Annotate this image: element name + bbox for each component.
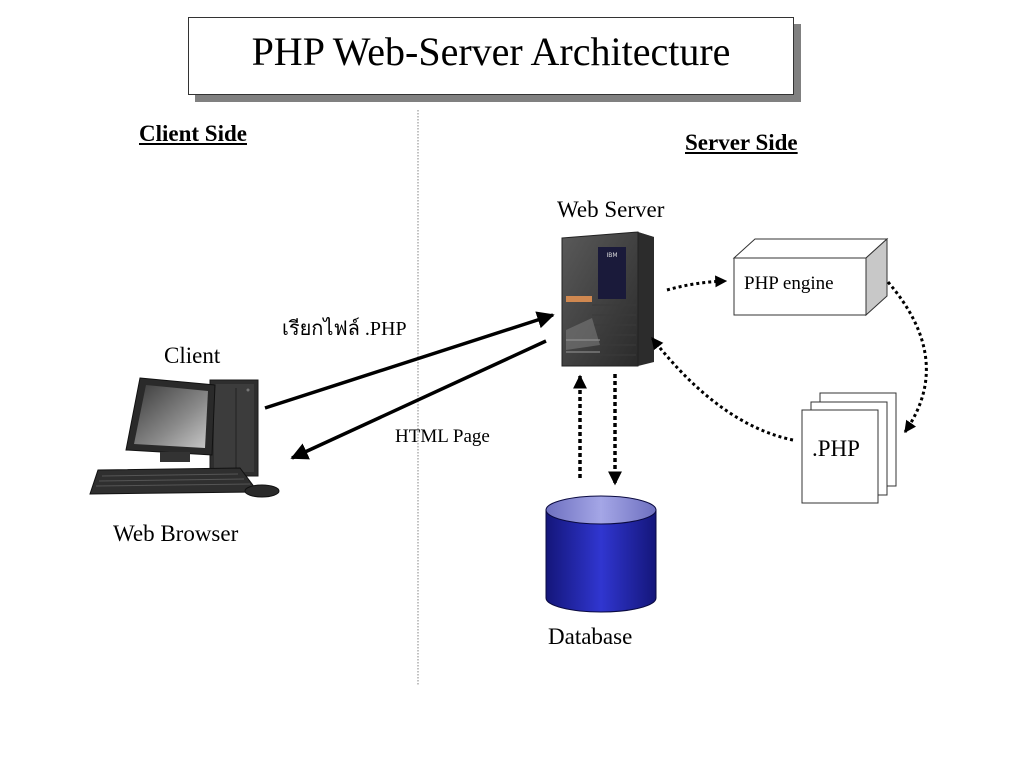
web-browser-label: Web Browser [113,521,239,546]
database-cylinder [545,495,657,613]
request-php-label: เรียกไฟล์ .PHP [282,318,407,340]
engine-to-files-arrow [886,281,928,433]
client-label: Client [164,343,221,368]
html-page-arrow [290,339,547,460]
title-box: PHP Web-Server Architecture [188,17,794,95]
php-engine-box [732,237,889,317]
database-label: Database [548,624,633,649]
php-files-label: .PHP [812,436,860,461]
request-php-arrow [264,311,555,410]
ibm-badge: IBM [606,252,617,259]
php-engine-label: PHP engine [744,273,834,294]
server-tower-icon: IBM [561,231,654,367]
php-files-stack [801,392,897,504]
web-server-label: Web Server [557,197,665,222]
server-side-heading: Server Side [685,130,798,155]
diagram-title: PHP Web-Server Architecture [251,29,731,74]
html-page-label: HTML Page [395,426,490,447]
desktop-computer-icon [89,377,280,498]
server-to-engine-arrow [666,275,728,292]
client-side-heading: Client Side [139,121,247,146]
files-to-server-arrow [650,337,794,442]
